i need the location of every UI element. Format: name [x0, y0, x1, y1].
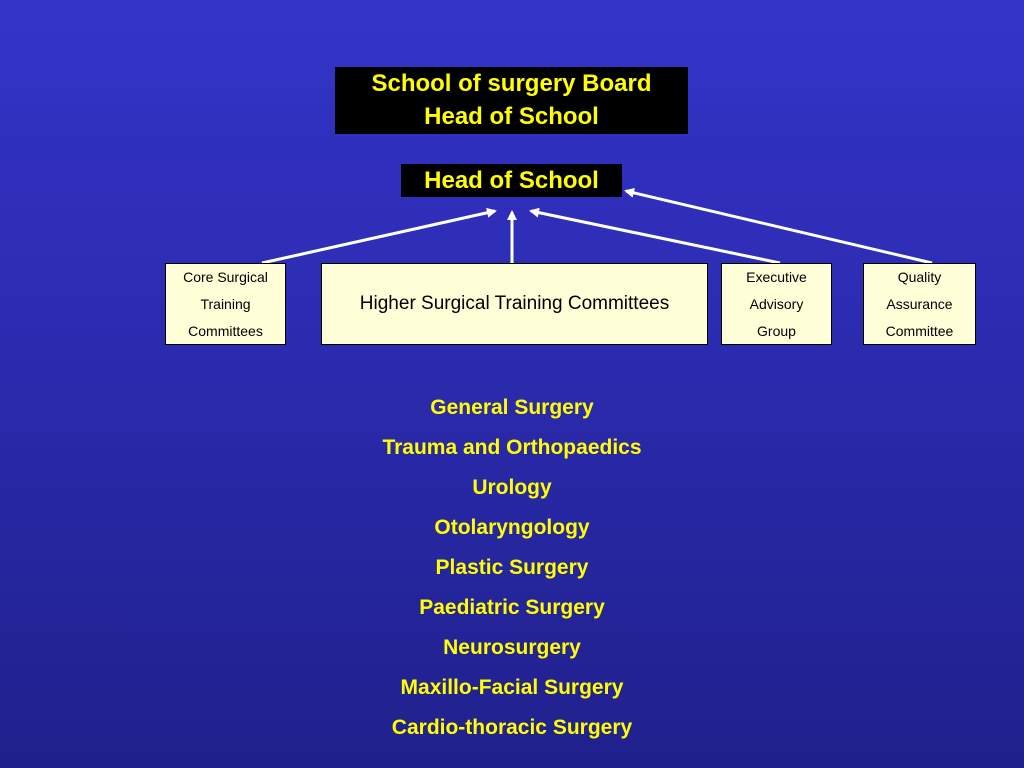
quality-line-2: Assurance [886, 296, 953, 312]
quality-assurance-committee-box: Quality Assurance Committee [863, 263, 976, 345]
specialty-item: Paediatric Surgery [419, 596, 605, 619]
specialty-item: General Surgery [430, 396, 594, 419]
core-surgical-training-committees-box: Core Surgical Training Committees [165, 263, 286, 345]
specialty-item: Trauma and Orthopaedics [382, 436, 642, 459]
head-of-school-label: Head of School [424, 167, 599, 194]
school-board-box: School of surgery Board Head of School [335, 67, 688, 134]
school-board-subtitle: Head of School [424, 103, 599, 130]
higher-surgical-training-committees-box: Higher Surgical Training Committees [321, 263, 708, 345]
school-board-title: School of surgery Board [371, 70, 652, 97]
higher-label: Higher Surgical Training Committees [359, 293, 670, 314]
executive-line-2: Advisory [749, 296, 804, 312]
specialty-item: Urology [472, 476, 552, 499]
quality-line-3: Committee [885, 323, 954, 339]
specialty-list: General Surgery Trauma and Orthopaedics … [262, 388, 762, 748]
quality-line-1: Quality [897, 269, 942, 285]
core-line-1: Core Surgical [183, 269, 268, 285]
head-of-school-box: Head of School [401, 164, 622, 197]
executive-line-3: Group [757, 323, 796, 339]
executive-line-1: Executive [746, 269, 807, 285]
specialty-item: Otolaryngology [434, 516, 590, 539]
specialty-item: Neurosurgery [443, 636, 581, 659]
executive-advisory-group-box: Executive Advisory Group [721, 263, 832, 345]
specialty-item: Maxillo-Facial Surgery [400, 676, 624, 699]
core-line-2: Training [200, 296, 251, 312]
arrow-quality-to-head [624, 187, 933, 265]
arrow-core-to-head [261, 207, 497, 265]
core-line-3: Committees [188, 323, 263, 339]
specialty-item: Plastic Surgery [435, 556, 589, 579]
specialty-item: Cardio-thoracic Surgery [391, 716, 633, 739]
arrow-executive-to-head [529, 207, 781, 265]
